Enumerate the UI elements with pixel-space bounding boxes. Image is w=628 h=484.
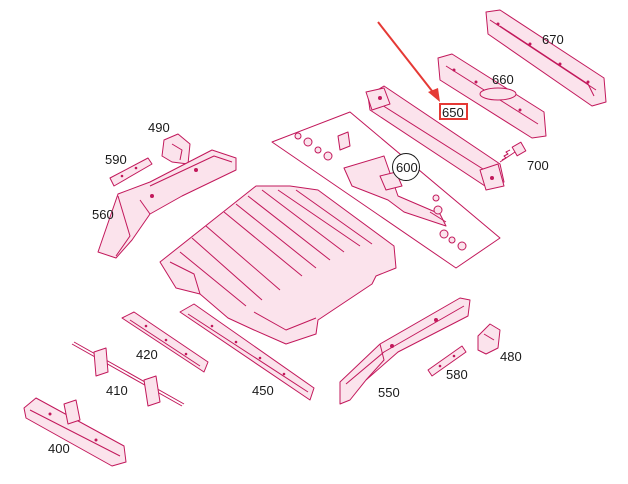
label-410[interactable]: 410 xyxy=(106,383,128,398)
part-550-side-member[interactable] xyxy=(339,297,471,405)
highlight-box xyxy=(439,103,468,120)
label-480[interactable]: 480 xyxy=(500,349,522,364)
part-660-rail[interactable] xyxy=(437,53,547,139)
label-650[interactable]: 650 xyxy=(442,105,464,120)
part-580-rail[interactable] xyxy=(427,345,467,377)
label-600[interactable]: 600 xyxy=(396,160,418,175)
part-480-bracket[interactable] xyxy=(477,323,501,355)
part-410-bar[interactable] xyxy=(71,341,185,407)
label-700[interactable]: 700 xyxy=(527,158,549,173)
part-590-rail[interactable] xyxy=(109,157,153,187)
part-560-side-member[interactable] xyxy=(97,149,237,259)
callout-circle-600 xyxy=(392,153,420,181)
label-560[interactable]: 560 xyxy=(92,207,114,222)
label-580[interactable]: 580 xyxy=(446,367,468,382)
pointer-arrow xyxy=(377,21,440,102)
part-700-bolt[interactable] xyxy=(499,141,527,163)
label-660[interactable]: 660 xyxy=(492,72,514,87)
part-420-rail[interactable] xyxy=(121,311,209,373)
part-600-kit[interactable] xyxy=(271,111,501,269)
part-450-rail[interactable] xyxy=(179,303,315,401)
label-550[interactable]: 550 xyxy=(378,385,400,400)
label-450[interactable]: 450 xyxy=(252,383,274,398)
part-650-crossmember[interactable] xyxy=(365,85,505,191)
floor-pan[interactable] xyxy=(159,185,397,345)
part-490-bracket[interactable] xyxy=(161,133,191,165)
part-670-rail[interactable] xyxy=(485,9,607,107)
label-420[interactable]: 420 xyxy=(136,347,158,362)
label-670[interactable]: 670 xyxy=(542,32,564,47)
label-590[interactable]: 590 xyxy=(105,152,127,167)
label-400[interactable]: 400 xyxy=(48,441,70,456)
label-490[interactable]: 490 xyxy=(148,120,170,135)
part-400-bracket[interactable] xyxy=(23,397,127,467)
